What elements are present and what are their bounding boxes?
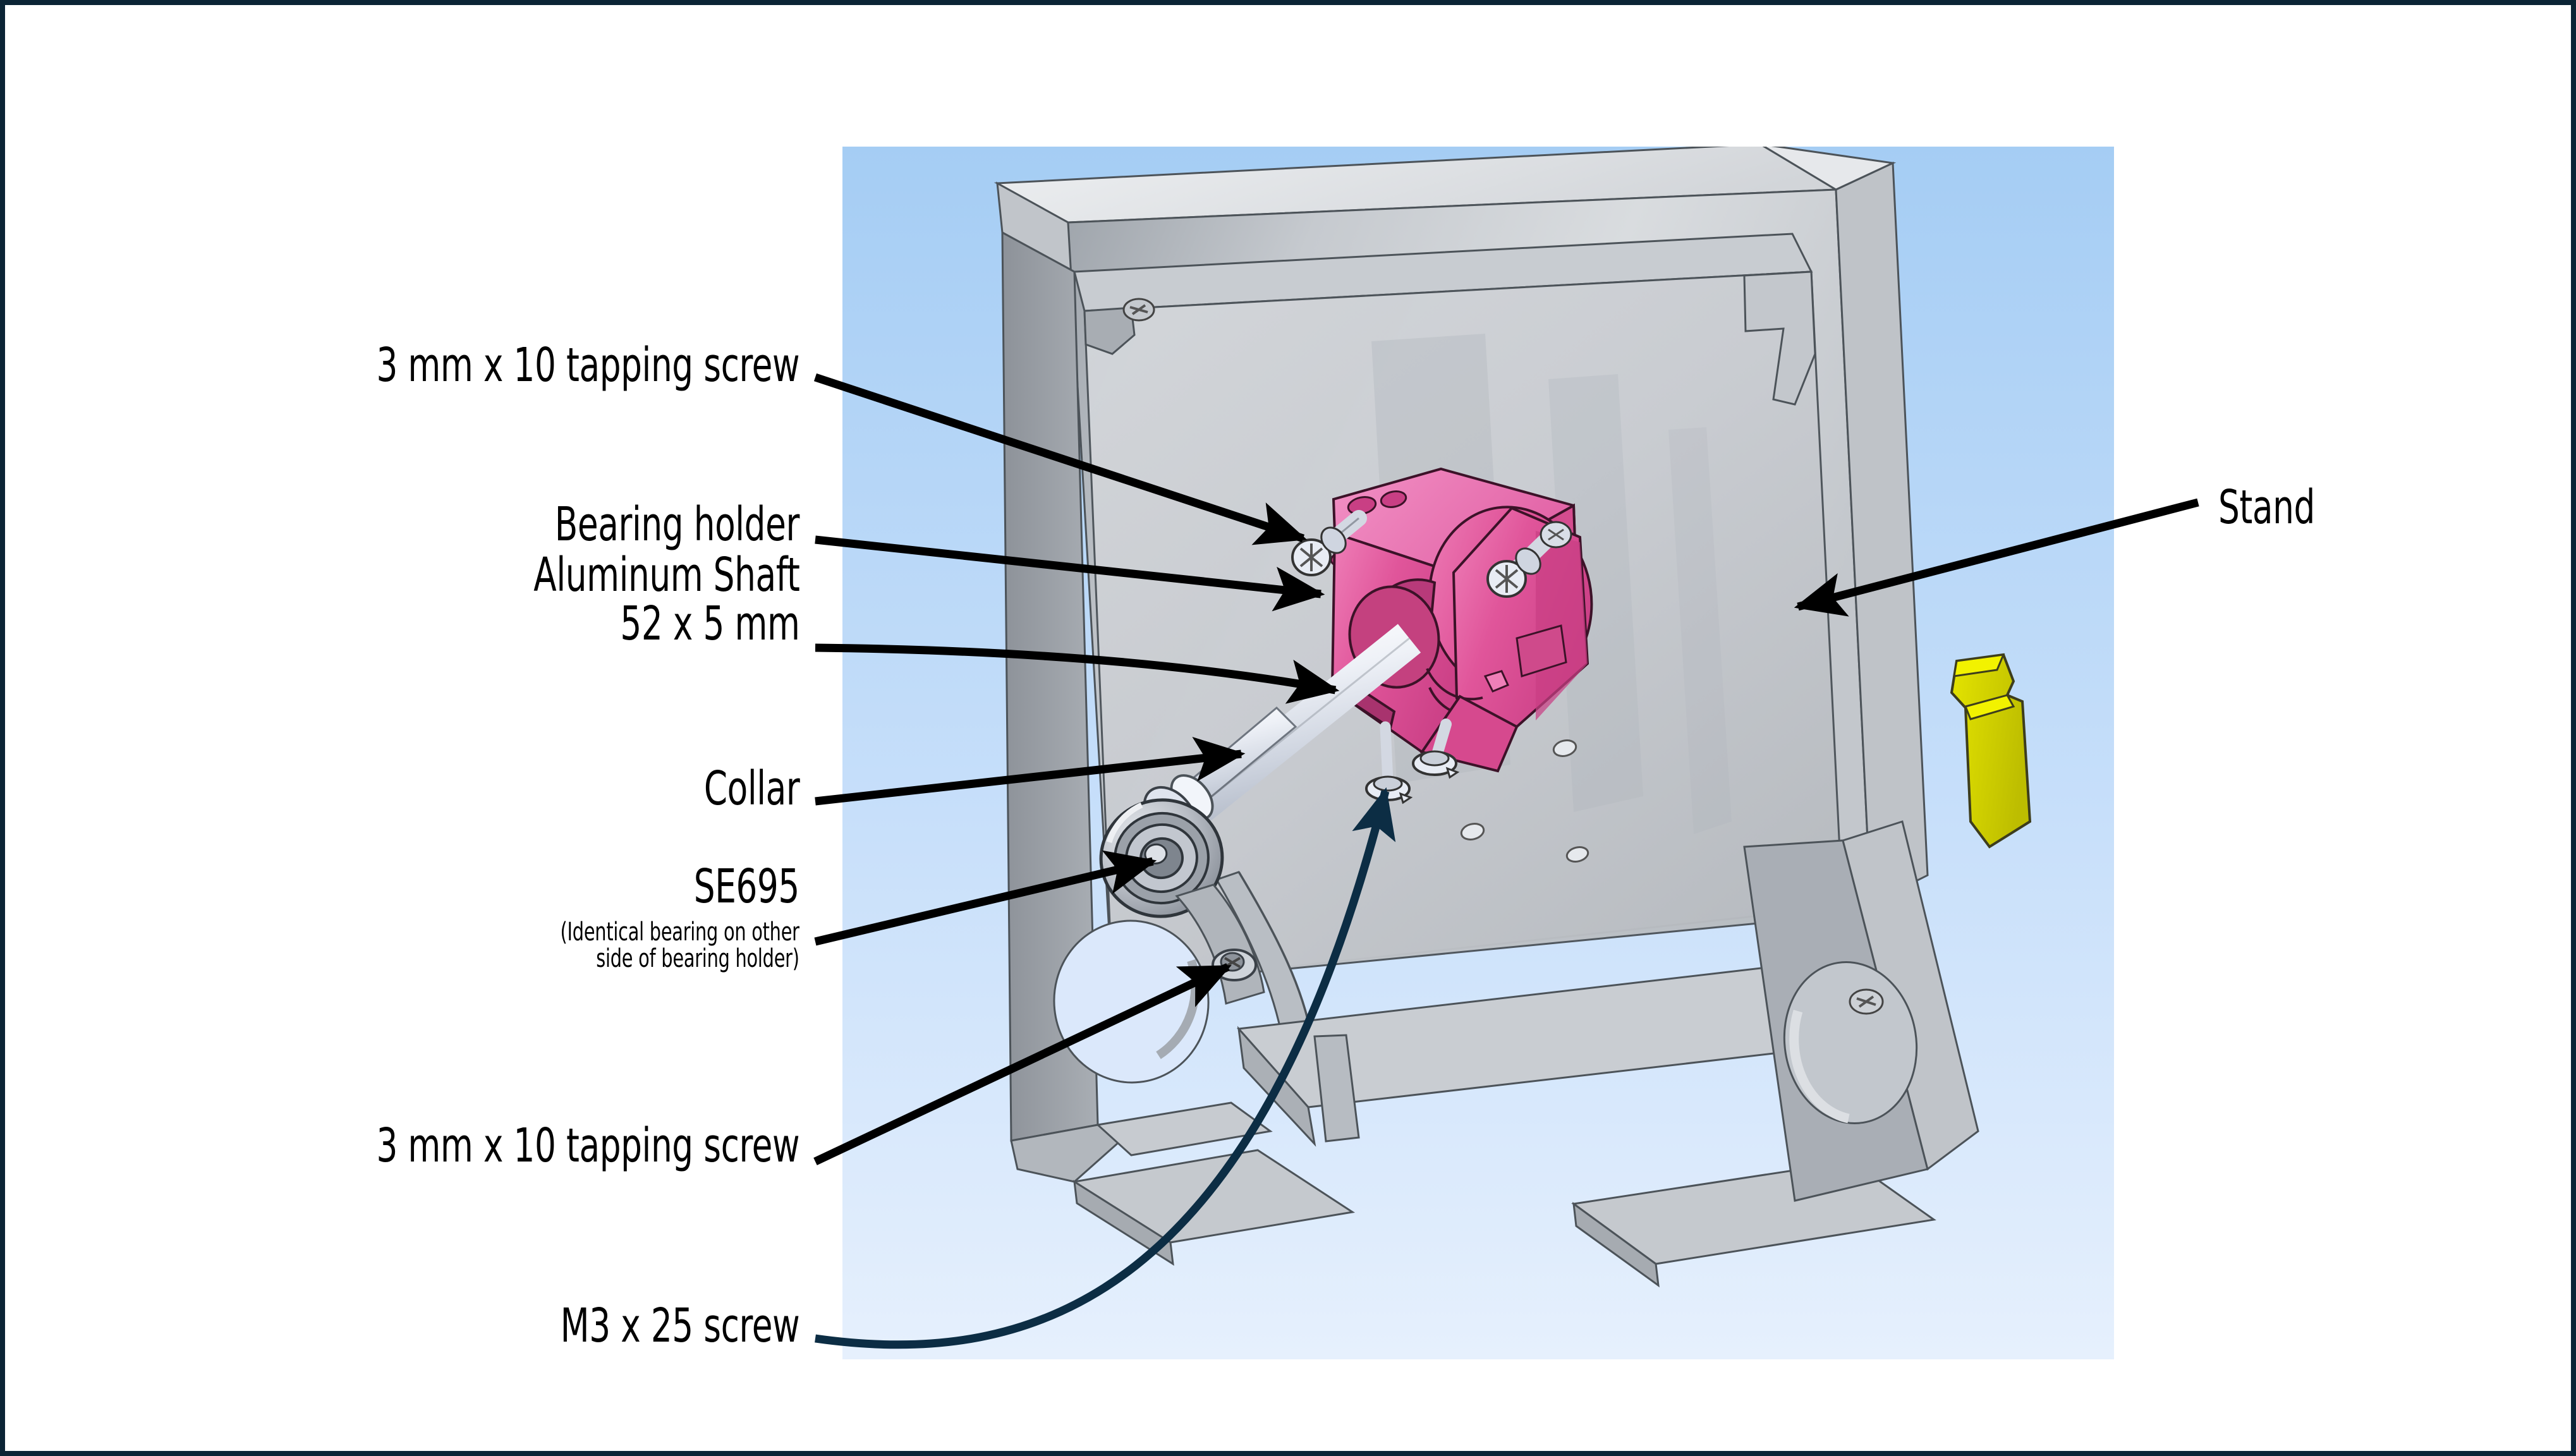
label-se695-note: (Identical bearing on other side of bear… [561, 919, 799, 972]
leader-se695 [814, 850, 1157, 946]
stand-hook-topright [1743, 270, 1816, 406]
stand-screw-right-leg [1849, 988, 1884, 1015]
label-collar: Collar [704, 765, 800, 813]
stand-right-oval-rim [1789, 1009, 1850, 1124]
stand-screw-upper-left [1122, 298, 1155, 322]
label-aluminum-shaft: Aluminum Shaft 52 x 5 mm [533, 548, 800, 651]
label-bearing-holder: Bearing holder [554, 497, 800, 552]
stand-left-leg [1010, 1124, 1134, 1183]
tapping-screw-top-right [1486, 521, 1572, 598]
label-se695-text: SE695 [693, 859, 800, 914]
label-bearing-holder-text: Bearing holder [554, 497, 800, 552]
leader-stand [1794, 498, 2199, 617]
label-aluminum-shaft-line2: 52 x 5 mm [619, 596, 799, 651]
stand-left-leg-inner [1095, 1101, 1273, 1156]
plate-hole-3 [1565, 846, 1589, 863]
leader-tapping-screw-top [813, 373, 1308, 545]
leader-tapping-screw-bottom [813, 963, 1232, 1165]
label-se695-note-line2: side of bearing holder) [596, 943, 799, 973]
plate-shadow-2 [1548, 374, 1643, 812]
plate-hole-2 [1460, 823, 1485, 840]
stand-center-rib [1313, 1034, 1360, 1143]
plate-hole-1 [1552, 739, 1577, 757]
leader-lines [813, 373, 2199, 1349]
stand-foot-right-front [1572, 1201, 1660, 1288]
bearing-holder-part [1330, 467, 1593, 773]
tapping-screw-lower-right [1412, 719, 1460, 779]
label-tapping-screw-bottom: 3 mm x 10 tapping screw [376, 1122, 799, 1170]
label-m3x25-screw-text: M3 x 25 screw [560, 1299, 799, 1353]
label-stand-text: Stand [2218, 480, 2315, 535]
label-aluminum-shaft-line1: Aluminum Shaft [533, 548, 800, 602]
leader-aluminum-shaft [815, 643, 1340, 704]
tapping-screw-stand-leg [1212, 949, 1257, 981]
bearing-holder-recess [1516, 624, 1567, 677]
yellow-clip-highlight2 [1964, 694, 2015, 720]
label-se695: SE695 [694, 863, 800, 911]
plate-shadow-3 [1668, 427, 1732, 834]
leader-bearing-holder [815, 535, 1325, 612]
cad-model-group [993, 147, 2032, 1288]
bearing-holder-arc-rib [1426, 668, 1483, 701]
flange-hole-mid [1380, 490, 1407, 508]
yellow-clip-highlight [1953, 653, 2005, 677]
label-collar-text: Collar [703, 761, 800, 816]
label-se695-note-line1: (Identical bearing on other [560, 918, 799, 947]
label-stand: Stand [2218, 483, 2315, 532]
label-tapping-screw-bottom-text: 3 mm x 10 tapping screw [376, 1119, 799, 1173]
label-tapping-screw-top-text: 3 mm x 10 tapping screw [376, 338, 799, 392]
leader-m3x25-screw [815, 787, 1396, 1349]
label-m3x25-screw: M3 x 25 screw [560, 1302, 799, 1350]
bearing-holder-side-tab [1483, 670, 1510, 693]
leader-collar [815, 736, 1246, 806]
stand-foot-left-front [1073, 1180, 1174, 1266]
label-tapping-screw-top: 3 mm x 10 tapping screw [376, 341, 799, 390]
stand-back-plate-top-bevel [1762, 147, 1897, 191]
